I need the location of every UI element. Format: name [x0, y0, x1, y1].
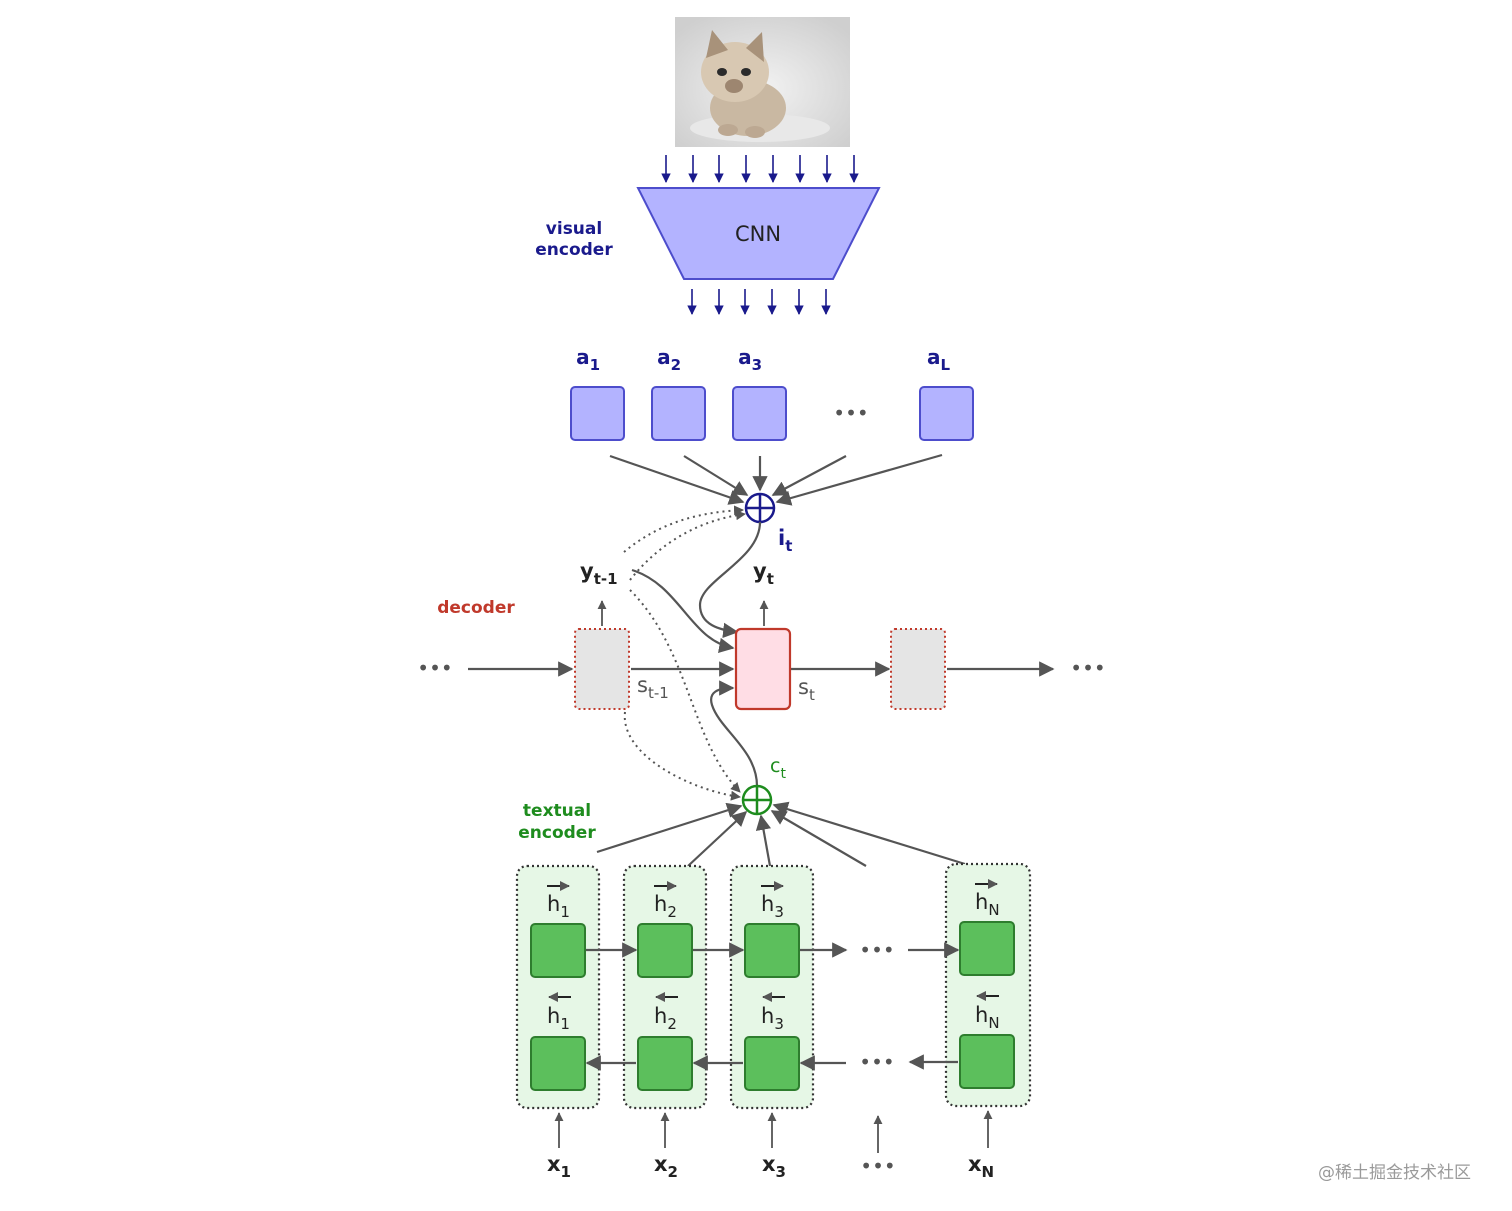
backward-ellipsis: •••: [859, 1050, 894, 1074]
input-label-2: x2: [654, 1152, 678, 1181]
backward-cell-1: [530, 1036, 586, 1091]
input-ellipsis: •••: [860, 1154, 895, 1178]
forward-cell-N: [959, 921, 1015, 976]
visual-context-to-state-arrow: [698, 521, 762, 639]
forward-state-label-3: h3: [761, 892, 784, 921]
backward-state-label-3: h3: [761, 1004, 784, 1033]
annotation-ellipsis: •••: [833, 401, 868, 425]
forward-state-label-2: h2: [654, 892, 677, 921]
annotation-box-a1: [570, 386, 625, 441]
annotation-box-aL: [919, 386, 974, 441]
input-label-1: x1: [547, 1152, 571, 1181]
backward-cell-N: [959, 1034, 1015, 1089]
image-to-cnn-arrows: [661, 155, 859, 183]
cnn-block: CNN: [636, 187, 881, 280]
backward-state-label-2: h2: [654, 1004, 677, 1033]
attention-arrows-textual: [596, 801, 966, 867]
backward-cell-2: [637, 1036, 693, 1091]
annotation-vectors: a1 a2 a3 aL •••: [570, 345, 974, 441]
watermark: @稀土掘金技术社区: [1318, 1163, 1471, 1183]
forward-state-label-N: hN: [975, 890, 1000, 919]
visual-encoder-label-line2: encoder: [535, 240, 613, 260]
backward-state-label-1: h1: [547, 1004, 570, 1033]
input-image: [675, 17, 850, 147]
next-decoder-state-box: [890, 628, 946, 710]
decoder-left-ellipsis: •••: [417, 656, 452, 680]
forward-state-label-1: h1: [547, 892, 570, 921]
visual-context-label: it: [778, 526, 792, 555]
decoder-label: decoder: [437, 598, 515, 618]
backward-recurrent-arrows: [585, 1054, 958, 1071]
textual-encoder-label-line1: textual: [523, 801, 591, 821]
dotted-attention-textual: [623, 589, 741, 801]
forward-ellipsis: •••: [859, 938, 894, 962]
textual-encoder-label-line2: encoder: [518, 823, 596, 843]
forward-cell-3: [744, 923, 800, 978]
input-arrows: [554, 1110, 993, 1153]
annotation-label-aL: aL: [927, 345, 951, 374]
backward-cell-3: [744, 1036, 800, 1091]
prev-state-label: st-1: [637, 673, 669, 702]
encoder-column-2: [622, 864, 708, 1110]
forward-cell-1: [530, 923, 586, 978]
prev-decoder-state-box: [574, 628, 630, 710]
input-label-3: x3: [762, 1152, 786, 1181]
annotation-box-a2: [651, 386, 706, 441]
attention-arrows-visual: [609, 453, 943, 506]
input-labels: x1 x2 x3 ••• xN: [547, 1152, 994, 1181]
textual-context-to-state-arrow: [710, 680, 759, 787]
visual-encoder-label-line1: visual: [546, 219, 602, 239]
output-label: yt: [753, 559, 774, 588]
annotation-label-a1: a1: [576, 345, 600, 374]
prev-output-to-state-arrow: [631, 568, 735, 654]
backward-state-label-N: hN: [975, 1003, 1000, 1032]
forward-cell-2: [637, 923, 693, 978]
dotted-attention-visual: [623, 505, 746, 581]
encoder-column-N: [944, 862, 1032, 1108]
cnn-output-arrows: [687, 289, 831, 315]
encoder-column-1: [515, 864, 601, 1110]
decoder-state-box: [734, 627, 792, 711]
state-label: st: [798, 675, 815, 704]
forward-state-labels: h1 h2 h3 hN: [547, 879, 1000, 921]
decoder-right-ellipsis: •••: [1070, 656, 1105, 680]
backward-state-labels: h1 h2 h3 hN: [547, 991, 1000, 1033]
annotation-label-a3: a3: [738, 345, 762, 374]
encoder-column-3: [729, 864, 815, 1110]
prev-output-label: yt-1: [580, 559, 618, 588]
cnn-label: CNN: [735, 222, 781, 246]
annotation-label-a2: a2: [657, 345, 681, 374]
visual-context-node: [744, 492, 776, 524]
annotation-box-a3: [732, 386, 787, 441]
textual-context-label: ct: [770, 755, 786, 782]
textual-context-node: [741, 784, 773, 816]
input-label-N: xN: [968, 1152, 994, 1181]
